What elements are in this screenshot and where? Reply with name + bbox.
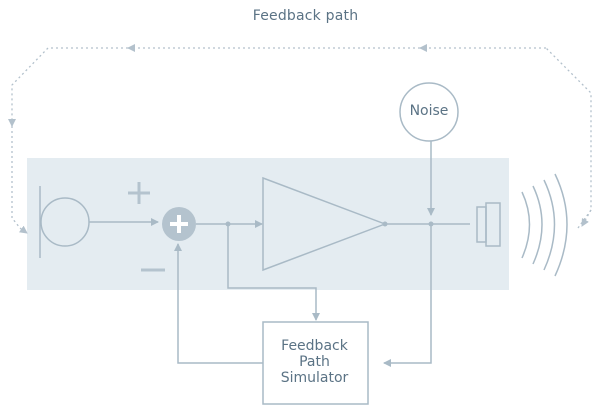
plus-sign-icon bbox=[128, 182, 150, 204]
summing-junction-icon bbox=[162, 207, 196, 241]
simulator-to-sum-arrow bbox=[174, 243, 263, 364]
feedback-path-simulator-box bbox=[262, 321, 369, 405]
simulator-label: Feedback Path Simulator bbox=[262, 338, 367, 386]
branch-to-simulator-arrow bbox=[227, 224, 320, 321]
receiver-speaker-icon bbox=[476, 202, 501, 247]
simulator-label-line-1: Feedback bbox=[281, 338, 348, 354]
dotted-arrow-right-entry bbox=[581, 209, 592, 227]
simulator-label-line-2: Path bbox=[299, 354, 330, 370]
output-to-simulator-arrow bbox=[383, 224, 432, 367]
noise-source-circle bbox=[399, 82, 459, 142]
noise-label: Noise bbox=[409, 103, 449, 119]
diagram-title: Feedback path bbox=[252, 8, 359, 24]
simulator-label-line-3: Simulator bbox=[280, 370, 349, 386]
amplifier-triangle bbox=[262, 176, 388, 272]
sound-waves-icon bbox=[521, 173, 568, 277]
